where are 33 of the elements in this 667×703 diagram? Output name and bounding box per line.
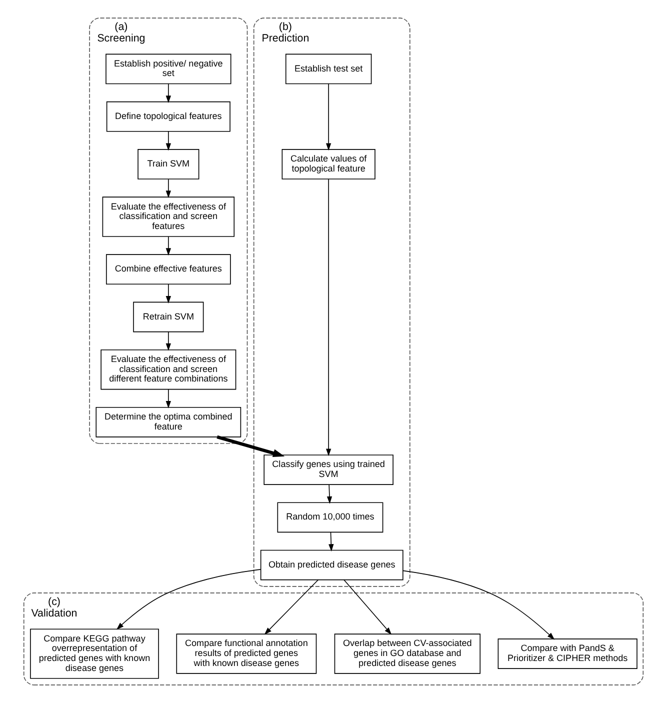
node-box: Define topological features — [106, 101, 230, 132]
arrow — [344, 579, 392, 635]
arrow — [326, 84, 332, 151]
node-box: Evaluate the effectiveness of classification and screen features — [102, 196, 235, 237]
arrow — [402, 570, 555, 640]
node-box: Establish test set — [285, 54, 372, 84]
arrow — [166, 83, 171, 104]
arrow — [264, 579, 319, 635]
node-box: Calculate values of topological feature — [282, 149, 376, 180]
node-box: Determine the optima combined feature — [96, 406, 242, 438]
arrow — [166, 388, 171, 408]
arrow — [116, 569, 262, 630]
node-box: Combine effective features — [106, 254, 231, 285]
arrow — [166, 178, 171, 198]
arrow — [166, 284, 171, 304]
node-box: Compare with PandS & Prioritizer & CIPHER methods — [498, 638, 638, 669]
arrow — [166, 236, 171, 256]
arrow — [166, 332, 171, 351]
arrow — [216, 435, 285, 458]
node-box: Obtain predicted disease genes — [260, 550, 404, 580]
node-box: Establish positive/ negative set — [106, 54, 232, 84]
node-box: Random 10,000 times — [277, 502, 384, 533]
node-box: Train SVM — [138, 149, 200, 180]
node-box: Evaluate the effectiveness of classification and screen different feature combinations — [100, 349, 236, 390]
node-box: Compare KEGG pathway overrepresentation of predicted genes with known disease genes — [30, 628, 159, 679]
arrow — [166, 131, 171, 151]
node-box: Compare functional annotation results of predicted genes with known disease genes — [176, 634, 317, 674]
arrow — [326, 178, 332, 456]
node-box: Overlap between CV-associated genes in GO database and predicted disease genes — [334, 634, 481, 674]
arrow — [326, 484, 332, 504]
arrow — [328, 532, 334, 552]
node-box: Retrain SVM — [133, 302, 204, 332]
node-box: Classify genes using trained SVM — [264, 454, 394, 485]
